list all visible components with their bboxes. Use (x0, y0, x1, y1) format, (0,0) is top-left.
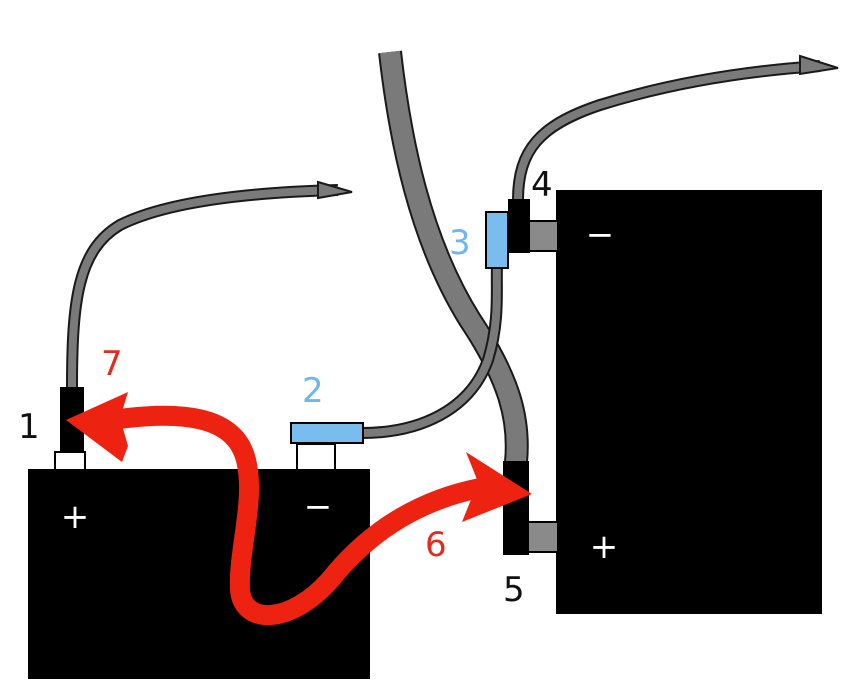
label-2: 2 (302, 371, 324, 411)
label-7: 7 (101, 344, 123, 384)
battery-left: + − (28, 443, 370, 679)
battery-right-body (556, 190, 822, 614)
cables (66, 50, 839, 464)
battery-right-negative-post (526, 220, 559, 252)
battery-left-minus-symbol: − (304, 487, 333, 527)
battery-right-plus-symbol: + (590, 527, 619, 567)
battery-right-positive-post (526, 521, 559, 553)
arrow-path-6-7 (102, 405, 490, 625)
battery-left-body (28, 469, 370, 679)
label-4: 4 (531, 165, 553, 205)
battery-left-negative-post (296, 443, 336, 471)
connection-arrows (66, 392, 532, 625)
label-5: 5 (503, 570, 525, 610)
clamp-5 (503, 461, 529, 555)
battery-left-positive-post (54, 451, 86, 471)
clamp-2 (290, 422, 364, 444)
label-3: 3 (449, 223, 471, 263)
clamps (60, 199, 530, 555)
battery-left-plus-symbol: + (61, 497, 90, 537)
battery-right: − + (526, 190, 822, 614)
cable-clamp-4-end (799, 54, 839, 76)
clamp-3 (485, 211, 509, 269)
battery-right-minus-symbol: − (586, 215, 615, 255)
arrow-head-6 (462, 452, 532, 522)
label-6: 6 (425, 525, 447, 565)
cable-clamp-1-end (317, 180, 353, 200)
arrow-head-7 (66, 392, 128, 462)
label-1: 1 (18, 407, 40, 447)
labels: 1 2 3 4 5 6 7 (18, 165, 553, 610)
clamp-4 (508, 199, 530, 253)
